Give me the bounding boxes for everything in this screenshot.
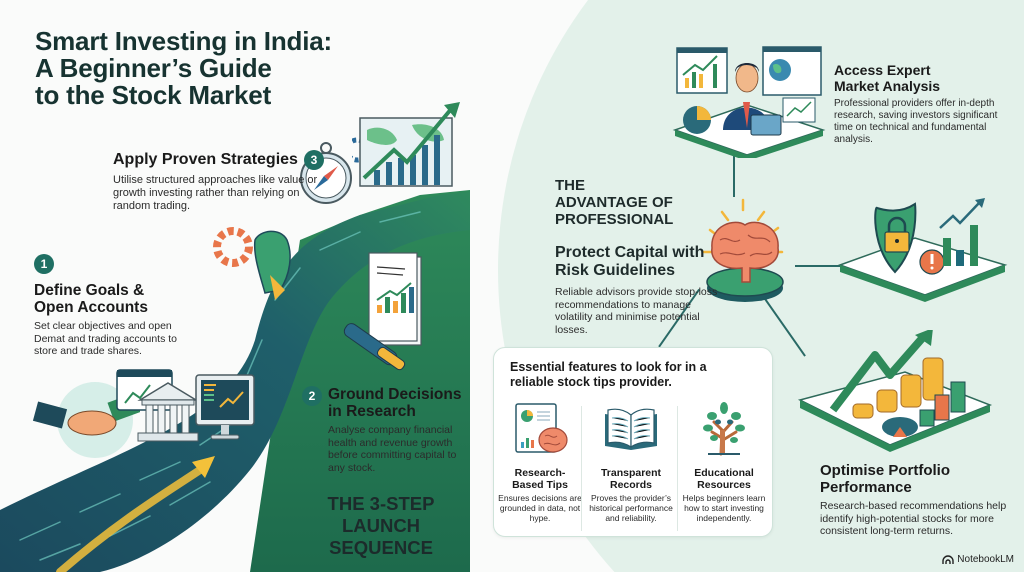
feature-records-title-line-2: Records: [609, 479, 652, 491]
feature-education-title-line-1: Educational: [694, 467, 754, 479]
step-1-title: Define Goals & Open Accounts: [34, 282, 184, 316]
map-growth-chart-icon: [352, 102, 460, 187]
feature-education-description: Helps beginners learn how to start inves…: [682, 493, 766, 523]
features-card: Essential features to look for in a reli…: [493, 347, 773, 537]
launch-sequence-label: THE 3-STEP LAUNCH SEQUENCE: [296, 493, 466, 559]
feature-research-title-line-1: Research-: [514, 467, 566, 479]
step-3-description: Utilise structured approaches like value…: [113, 174, 318, 212]
analyst-icon: [672, 46, 826, 158]
feature-research-title-line-2: Based Tips: [512, 479, 568, 491]
step-1-description: Set clear objectives and open Demat and …: [34, 320, 178, 357]
feature-education-title-line-2: Resources: [697, 479, 751, 491]
optimise-portfolio-title: Optimise Portfolio Performance: [820, 462, 1020, 496]
step-2-title-line-2: in Research: [328, 403, 416, 420]
optimise-title-line-1: Optimise Portfolio: [820, 462, 951, 479]
feature-research-description: Ensures decisions are grounded in data, …: [498, 493, 582, 523]
launch-label-line-2: LAUNCH SEQUENCE: [329, 515, 433, 558]
tree-icon: [703, 402, 745, 456]
protect-title-line-1: Protect Capital with: [555, 244, 705, 261]
feature-research-based-tips: Research- Based Tips Ensures decisions a…: [496, 400, 584, 523]
feature-records-title-line-1: Transparent: [600, 467, 662, 479]
step-2-ground-decisions: 2 Ground Decisions in Research Analyse c…: [302, 386, 468, 474]
step-2-title-line-1: Ground Decisions: [328, 386, 462, 403]
shield-lock-icon: [837, 198, 1008, 302]
title-line-2: A Beginner’s Guide: [35, 53, 272, 83]
step-3-number-badge: 3: [303, 150, 324, 170]
access-expert-description: Professional providers offer in-depth re…: [834, 98, 998, 145]
step-2-number-badge: 2: [302, 386, 322, 406]
brand-label: NotebookLM: [957, 554, 1014, 565]
open-book-icon: [605, 408, 657, 450]
page-title: Smart Investing in India: A Beginner’s G…: [35, 28, 332, 109]
coins-growth-icon: [797, 330, 993, 452]
professional-heading-line-3: PROFESSIONAL: [555, 211, 674, 228]
professional-heading: THE ADVANTAGE OF PROFESSIONAL: [555, 177, 673, 228]
connector-line-protect: [795, 265, 840, 267]
computer-chart-icon: [195, 374, 255, 440]
access-title-line-1: Access Expert: [834, 62, 931, 78]
notebooklm-logo-icon: [942, 554, 954, 564]
step-3-apply-proven-strategies: Apply Proven Strategies 3 Utilise struct…: [113, 150, 333, 213]
launch-label-line-1: THE 3-STEP: [327, 493, 435, 514]
protect-capital-section: Protect Capital with Risk Guidelines Rel…: [555, 244, 725, 336]
report-icon: [343, 252, 422, 371]
protect-capital-title: Protect Capital with Risk Guidelines: [555, 244, 725, 280]
access-expert-title: Access Expert Market Analysis: [834, 62, 1004, 94]
professional-heading-line-1: THE: [555, 177, 585, 194]
feature-divider: [677, 406, 678, 531]
feature-research-title: Research- Based Tips: [496, 467, 584, 491]
brain-icon: [702, 198, 784, 302]
features-heading: Essential features to look for in a reli…: [510, 360, 707, 389]
feature-divider: [581, 406, 582, 531]
feature-records-title: Transparent Records: [587, 467, 675, 491]
notebooklm-brand: NotebookLM: [942, 554, 1014, 565]
protect-capital-description: Reliable advisors provide stop-loss reco…: [555, 286, 718, 336]
feature-education-title: Educational Resources: [680, 467, 768, 491]
research-brain-icon: [515, 403, 568, 453]
bank-icon: [137, 382, 199, 442]
step-3-title-row: Apply Proven Strategies 3: [113, 150, 333, 170]
step-1-number-badge: 1: [34, 254, 54, 274]
step-1-title-line-2: Open Accounts: [34, 299, 148, 316]
step-2-description: Analyse company financial health and rev…: [328, 424, 457, 474]
step-1-title-line-1: Define Goals &: [34, 282, 145, 299]
optimise-title-line-2: Performance: [820, 479, 912, 496]
optimise-portfolio-description: Research-based recommendations help iden…: [820, 500, 1007, 537]
feature-educational-resources: Educational Resources Helps beginners le…: [680, 400, 768, 523]
step-3-title: Apply Proven Strategies: [113, 151, 298, 168]
feature-transparent-records: Transparent Records Proves the provider’…: [587, 400, 675, 523]
gear-icon: [213, 227, 291, 300]
feature-records-description: Proves the provider’s historical perform…: [589, 493, 673, 523]
step-2-title: Ground Decisions in Research: [328, 386, 462, 420]
step-1-define-goals: 1 Define Goals & Open Accounts Set clear…: [34, 254, 184, 358]
protect-title-line-2: Risk Guidelines: [555, 262, 676, 279]
optimise-portfolio-section: Optimise Portfolio Performance Research-…: [820, 462, 1020, 538]
access-title-line-2: Market Analysis: [834, 78, 941, 94]
title-line-1: Smart Investing in India:: [35, 26, 332, 56]
title-line-3: to the Stock Market: [35, 80, 272, 110]
professional-heading-line-2: ADVANTAGE OF: [555, 194, 673, 211]
access-expert-section: Access Expert Market Analysis Profession…: [834, 62, 1004, 146]
